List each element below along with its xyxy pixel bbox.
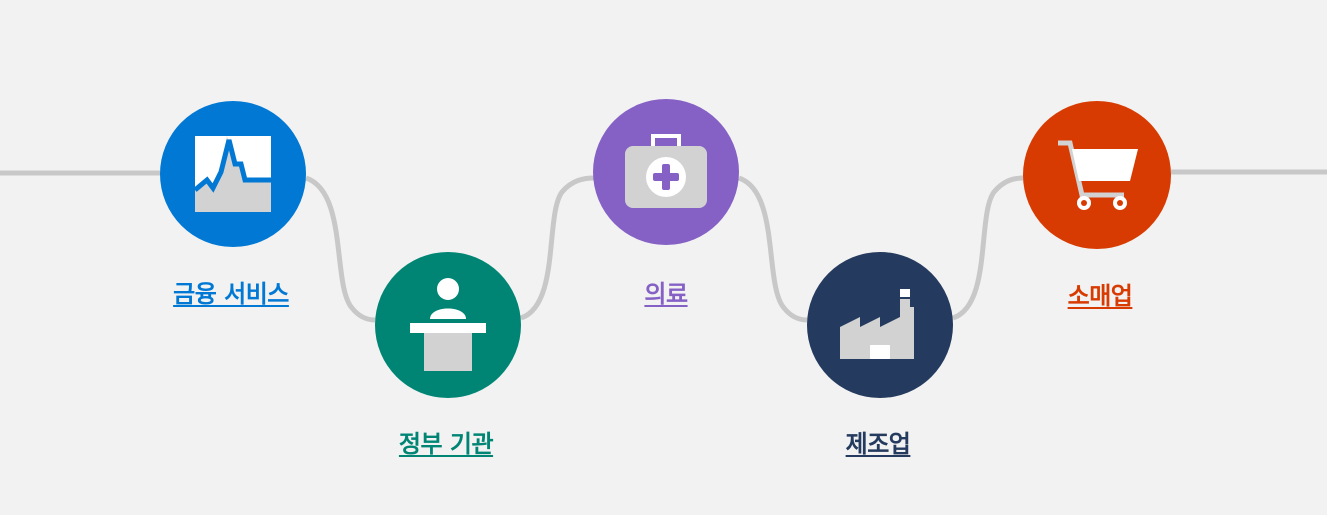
healthcare-node[interactable]: [593, 99, 739, 245]
government-node[interactable]: [375, 252, 521, 398]
retail-node[interactable]: [1023, 101, 1171, 249]
podium-speaker-icon: [410, 278, 486, 371]
factory-icon: [840, 289, 914, 359]
retail-link[interactable]: 소매업: [1067, 282, 1133, 310]
manufacturing-link[interactable]: 제조업: [845, 430, 911, 458]
stock-chart-icon: [193, 136, 271, 212]
shopping-cart-icon: [1058, 140, 1138, 210]
government-link[interactable]: 정부 기관: [398, 430, 494, 458]
finance-link[interactable]: 금융 서비스: [173, 280, 289, 308]
manufacturing-node[interactable]: [807, 252, 953, 398]
medical-kit-icon: [625, 134, 707, 208]
healthcare-link[interactable]: 의료: [644, 280, 688, 308]
finance-node[interactable]: [160, 101, 306, 247]
